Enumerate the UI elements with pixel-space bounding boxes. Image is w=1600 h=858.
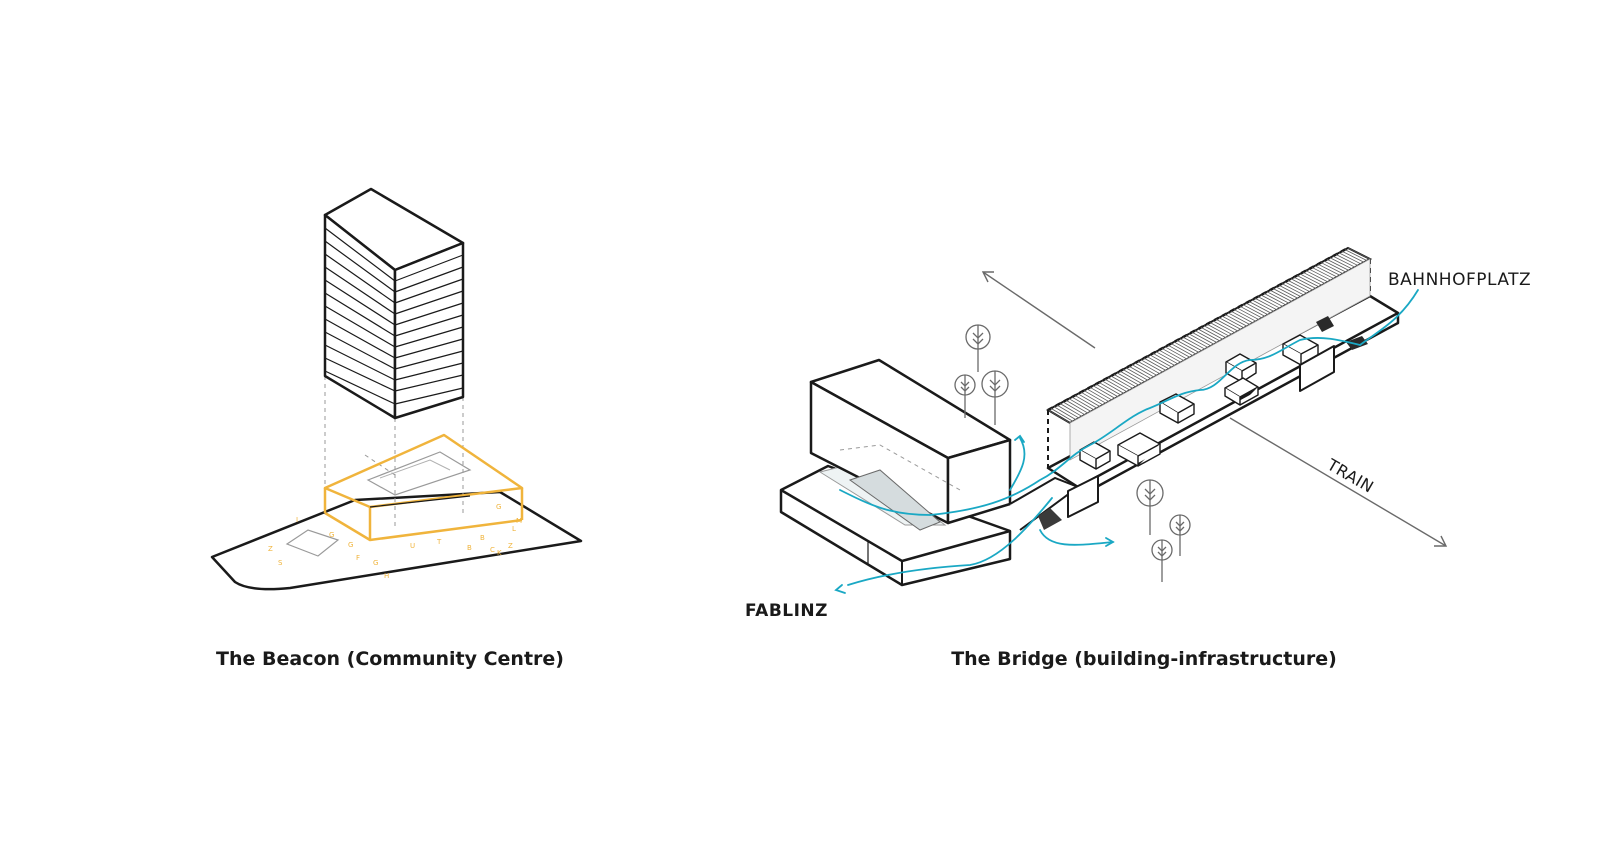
site-outline xyxy=(210,490,583,591)
tree xyxy=(965,324,991,372)
axis-arrows xyxy=(981,271,1448,547)
svg-text:B: B xyxy=(467,544,472,552)
svg-text:I: I xyxy=(296,516,298,524)
tree xyxy=(954,374,976,418)
ramp-stair-dark xyxy=(1038,508,1062,530)
svg-text:G: G xyxy=(329,531,334,539)
svg-text:S: S xyxy=(278,559,283,567)
svg-text:U: U xyxy=(410,542,415,550)
link-ramp xyxy=(1009,476,1081,531)
svg-text:K: K xyxy=(497,549,502,557)
podium xyxy=(779,464,1012,587)
deck-stair-dark xyxy=(1316,316,1334,332)
tree xyxy=(1169,514,1191,556)
base-inner-edge xyxy=(369,495,471,508)
trees xyxy=(954,324,1191,582)
tree xyxy=(1136,479,1164,535)
caption-beacon: The Beacon (Community Centre) xyxy=(216,648,564,670)
upper-block-dashes xyxy=(839,444,961,491)
base-roof-detail xyxy=(379,459,451,479)
bridge-piers xyxy=(1067,345,1335,518)
label-bahnhofplatz: BAHNHOFPLATZ xyxy=(1388,270,1531,290)
svg-text:Z: Z xyxy=(508,542,513,550)
svg-text:B: B xyxy=(480,534,485,542)
projection-guides xyxy=(324,376,464,527)
flow-lines xyxy=(834,289,1419,594)
svg-text:L: L xyxy=(512,525,516,533)
tower-block xyxy=(323,187,465,420)
svg-text:G: G xyxy=(373,559,378,567)
svg-text:G: G xyxy=(496,503,501,511)
tree xyxy=(1151,539,1173,582)
tree xyxy=(981,370,1009,425)
label-train: TRAIN xyxy=(1323,455,1377,497)
svg-text:Z: Z xyxy=(268,545,273,553)
upper-block xyxy=(809,358,1012,525)
svg-text:C: C xyxy=(490,546,495,554)
ground-square xyxy=(285,529,340,557)
deck-boxes xyxy=(1079,334,1319,470)
svg-text:T: T xyxy=(436,538,442,546)
base-roof-void xyxy=(366,451,472,496)
pier-stair-dark xyxy=(1346,336,1368,350)
svg-text:G: G xyxy=(348,541,353,549)
label-fablinz: FABLINZ xyxy=(745,601,828,621)
svg-text:F: F xyxy=(356,554,360,562)
caption-bridge: The Bridge (building-infrastructure) xyxy=(951,648,1337,670)
tower-floor-lines xyxy=(324,227,464,405)
bridge-diagram: BAHNHOFPLATZ TRAIN FABLINZ xyxy=(745,246,1531,621)
svg-text:H: H xyxy=(384,572,389,580)
community-centre-base xyxy=(323,433,524,542)
